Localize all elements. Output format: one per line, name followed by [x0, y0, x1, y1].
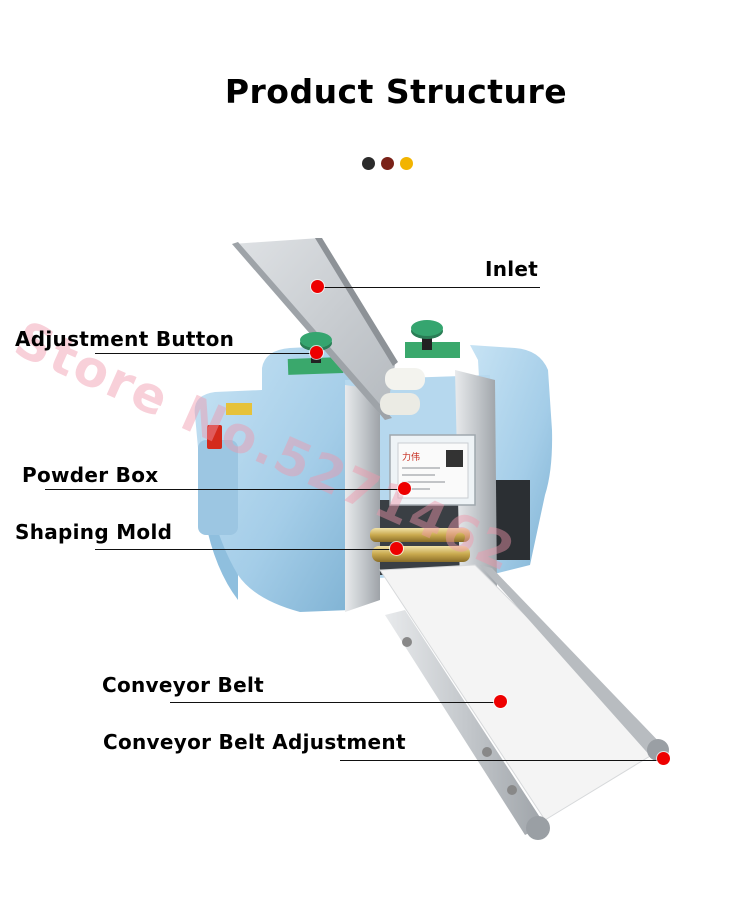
- rail-bolt-1: [402, 637, 412, 647]
- rail-bolt-3: [507, 785, 517, 795]
- inlet-tray-edge-right: [315, 238, 398, 366]
- label-inlet: Inlet: [485, 257, 539, 281]
- powder-box-lines: [402, 467, 445, 490]
- conveyor-rail-left: [385, 610, 545, 835]
- top-roller: [385, 368, 425, 390]
- power-switch: [207, 425, 222, 449]
- rail-bolt-2: [482, 747, 492, 757]
- shaping-roller-top: [370, 528, 470, 542]
- adjustment-knob-right: [411, 320, 443, 350]
- label-conveyor-belt: Conveyor Belt: [102, 673, 264, 697]
- dot-yellow: [400, 157, 413, 170]
- marker-powder-box: [398, 482, 411, 495]
- label-conveyor-belt-adjustment: Conveyor Belt Adjustment: [103, 730, 406, 754]
- marker-adjustment-button: [310, 346, 323, 359]
- powder-box-qr: [446, 450, 463, 467]
- green-plate-right: [405, 342, 460, 358]
- decorative-dots: [362, 157, 413, 170]
- label-adjustment-button: Adjustment Button: [15, 327, 235, 351]
- conveyor-rail-right: [480, 565, 665, 758]
- leader-conveyor-belt-adjustment: [340, 760, 664, 761]
- steel-plate-left: [345, 385, 380, 612]
- powder-box-text: 力伟: [402, 451, 420, 463]
- inlet-tray-edge: [232, 242, 392, 420]
- leader-inlet: [318, 287, 540, 288]
- page-title: Product Structure: [224, 72, 568, 111]
- top-roller-2: [380, 393, 420, 415]
- marker-conveyor-belt: [494, 695, 507, 708]
- warning-label: [226, 403, 252, 415]
- right-window: [490, 480, 530, 560]
- machine-housing-side: [200, 430, 238, 600]
- label-powder-box: Powder Box: [22, 463, 159, 487]
- belt-end-roller: [526, 816, 550, 840]
- label-shaping-mold: Shaping Mold: [15, 520, 173, 544]
- leader-powder-box: [45, 489, 405, 490]
- leader-adjustment-button: [95, 353, 317, 354]
- leader-conveyor-belt: [170, 702, 500, 703]
- leader-shaping-mold: [95, 549, 397, 550]
- side-vent-panel: [198, 440, 238, 535]
- dot-brown: [381, 157, 394, 170]
- marker-conveyor-belt-adjustment: [657, 752, 670, 765]
- marker-shaping-mold: [390, 542, 403, 555]
- marker-inlet: [311, 280, 324, 293]
- dot-dark: [362, 157, 375, 170]
- green-plate-left: [287, 357, 344, 375]
